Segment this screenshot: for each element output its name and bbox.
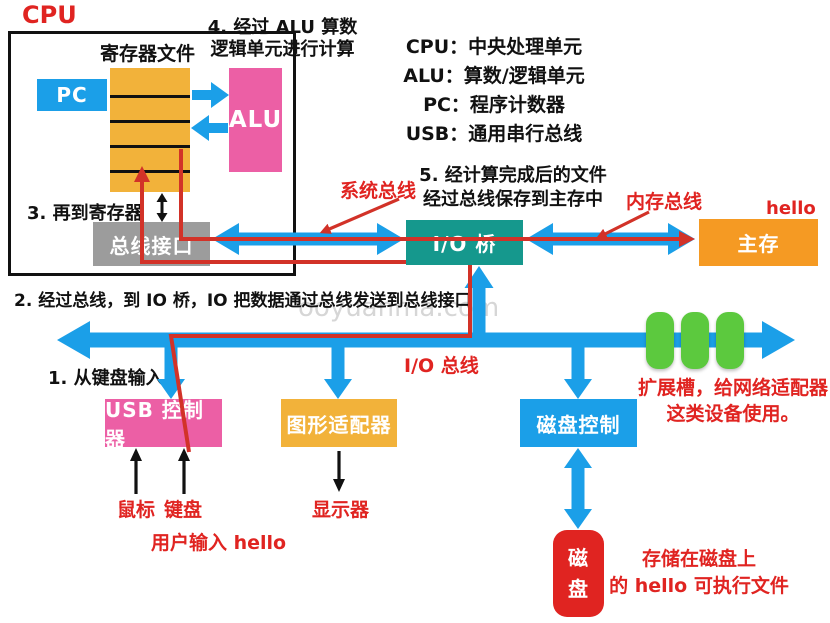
alu-box: ALU [229, 68, 282, 172]
main-memory-label: 主存 [737, 232, 780, 256]
disk-label: 磁盘 [568, 545, 589, 601]
cpu-title: CPU [22, 1, 77, 29]
disk-storage-note: 存储在磁盘上 的 hello 可执行文件 [609, 548, 789, 597]
bus-to-disk-controller-arrow [564, 347, 592, 399]
system-bus-pointer-arrow [319, 197, 400, 234]
main-memory-box: 主存 [699, 219, 818, 266]
step5-note: 5. 经计算完成后的文件 经过总线保存到主存中 [419, 165, 607, 211]
disk-controller-label: 磁盘控制 [536, 412, 621, 437]
register-file-box [110, 68, 190, 192]
step3-note: 3. 再到寄存器 [27, 203, 143, 224]
memory-bus-label: 内存总线 [626, 191, 703, 213]
system-bus-label: 系统总线 [340, 180, 417, 202]
legend-line-cpu: CPU：中央处理单元 [405, 36, 583, 58]
usb-controller-box: USB 控制器 [105, 398, 222, 451]
usb-controller-label: USB 控制器 [105, 398, 204, 451]
keyboard-label: 键盘 [164, 499, 203, 521]
register-divider [110, 170, 190, 173]
pc-box-label: PC [56, 83, 88, 107]
legend-line-usb: USB：通用串行总线 [405, 123, 583, 145]
memory-bus-arrow [526, 223, 695, 255]
step2-note: 2. 经过总线，到 IO 桥，IO 把数据通过总线发送到总线接口 [14, 291, 472, 311]
expansion-slot [716, 312, 744, 369]
io-bus-label: I/O 总线 [404, 355, 479, 377]
expansion-slot-note: 扩展槽，给网络适配器 这类设备使用。 [638, 377, 829, 425]
hello-memory-label: hello [766, 198, 816, 219]
legend: CPU：中央处理单元 ALU：算数/逻辑单元 PC：程序计数器 USB：通用串行… [383, 33, 605, 149]
display-arrow-head [333, 479, 345, 492]
register-file-label: 寄存器文件 [100, 43, 196, 65]
io-bridge-box: I/O 桥 [406, 220, 523, 265]
graphics-adapter-box: 图形适配器 [281, 399, 397, 447]
register-divider [110, 95, 190, 98]
disk-box: 磁盘 [553, 530, 604, 617]
bus-interface-label: 总线接口 [109, 233, 194, 258]
graphics-adapter-label: 图形适配器 [286, 412, 392, 437]
disk-controller-to-disk-arrow [564, 448, 592, 529]
step4-note: 4. 经过 ALU 算数 逻辑单元进行计算 [207, 17, 358, 60]
pc-box: PC [37, 79, 107, 111]
legend-line-alu: ALU：算数/逻辑单元 [403, 65, 585, 87]
register-divider [110, 120, 190, 123]
display-label: 显示器 [312, 499, 370, 521]
expansion-slot [681, 312, 709, 369]
io-bridge-label: I/O 桥 [432, 232, 497, 256]
alu-box-label: ALU [228, 107, 283, 133]
register-divider [110, 145, 190, 148]
user-input-note: 用户输入 hello [151, 532, 287, 554]
legend-line-pc: PC：程序计数器 [423, 94, 565, 116]
step1-note: 1. 从键盘输入 [48, 368, 164, 389]
disk-controller-box: 磁盘控制 [520, 399, 637, 447]
expansion-slot [646, 312, 674, 369]
bus-interface-box: 总线接口 [93, 222, 210, 266]
bus-to-graphics-arrow [324, 347, 352, 399]
mouse-label: 鼠标 [117, 499, 156, 521]
memory-bus-pointer-arrow [595, 210, 650, 239]
